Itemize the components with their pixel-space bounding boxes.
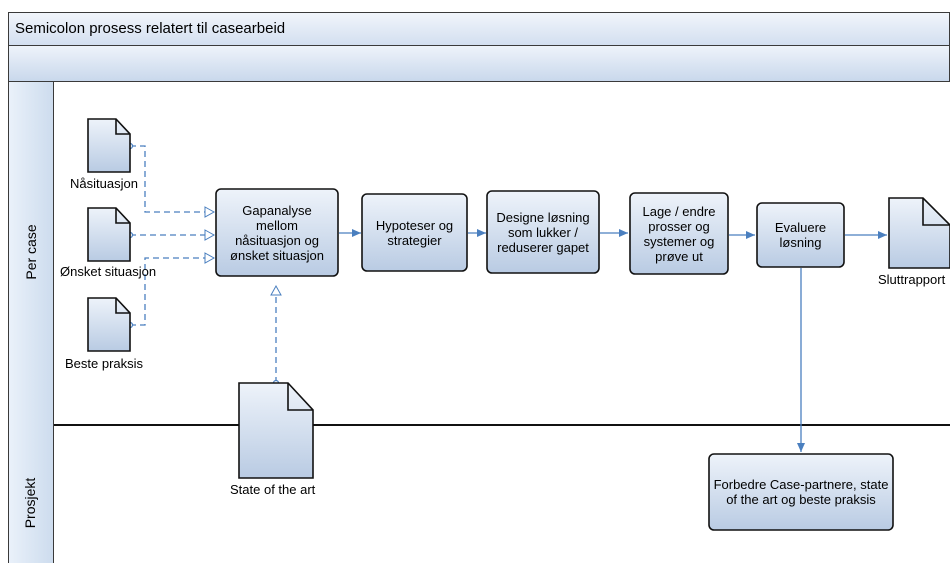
process-gapanalyse [215,188,339,277]
process-hypoteser-label: Hypoteser og strategier [375,217,454,248]
process-lage-label: Lage / endre prosser og systemer og prøv… [642,203,716,264]
flow-arrows [339,229,887,452]
process-designe [486,190,600,274]
diagram-title: Semicolon prosess relatert til casearbei… [15,20,286,37]
document-nasituasjon [87,118,131,173]
document-onsket-label: Ønsket situasjon [60,264,157,279]
document-state-of-the-art [238,382,314,479]
process-evaluere-label: Evaluere løsning [774,220,827,250]
diagram-title-bar: Semicolon prosess relatert til casearbei… [8,12,950,46]
document-onsket-situasjon [87,207,131,262]
document-nasituasjon-label: Nåsituasjon [70,176,138,191]
process-gapanalyse-label: Gapanalyse mellom nåsituasjon og ønsket … [230,202,324,263]
process-lage [629,192,729,275]
process-forbedre-label: Forbedre Case-partnere, state of the art… [713,477,889,507]
header-band [8,46,950,82]
process-designe-label: Designe løsning som lukker / reduserer g… [496,209,590,255]
lane-label-column [8,82,54,563]
document-beste-praksis [87,297,131,352]
document-beste-label: Beste praksis [65,356,144,371]
document-state-label: State of the art [230,482,316,497]
document-sluttrapport-label: Sluttrapport [878,272,946,287]
dashed-connectors [130,145,282,383]
document-sluttrapport [888,197,950,269]
process-evaluere [756,202,845,268]
process-forbedre [708,453,894,531]
process-hypoteser [361,193,468,272]
